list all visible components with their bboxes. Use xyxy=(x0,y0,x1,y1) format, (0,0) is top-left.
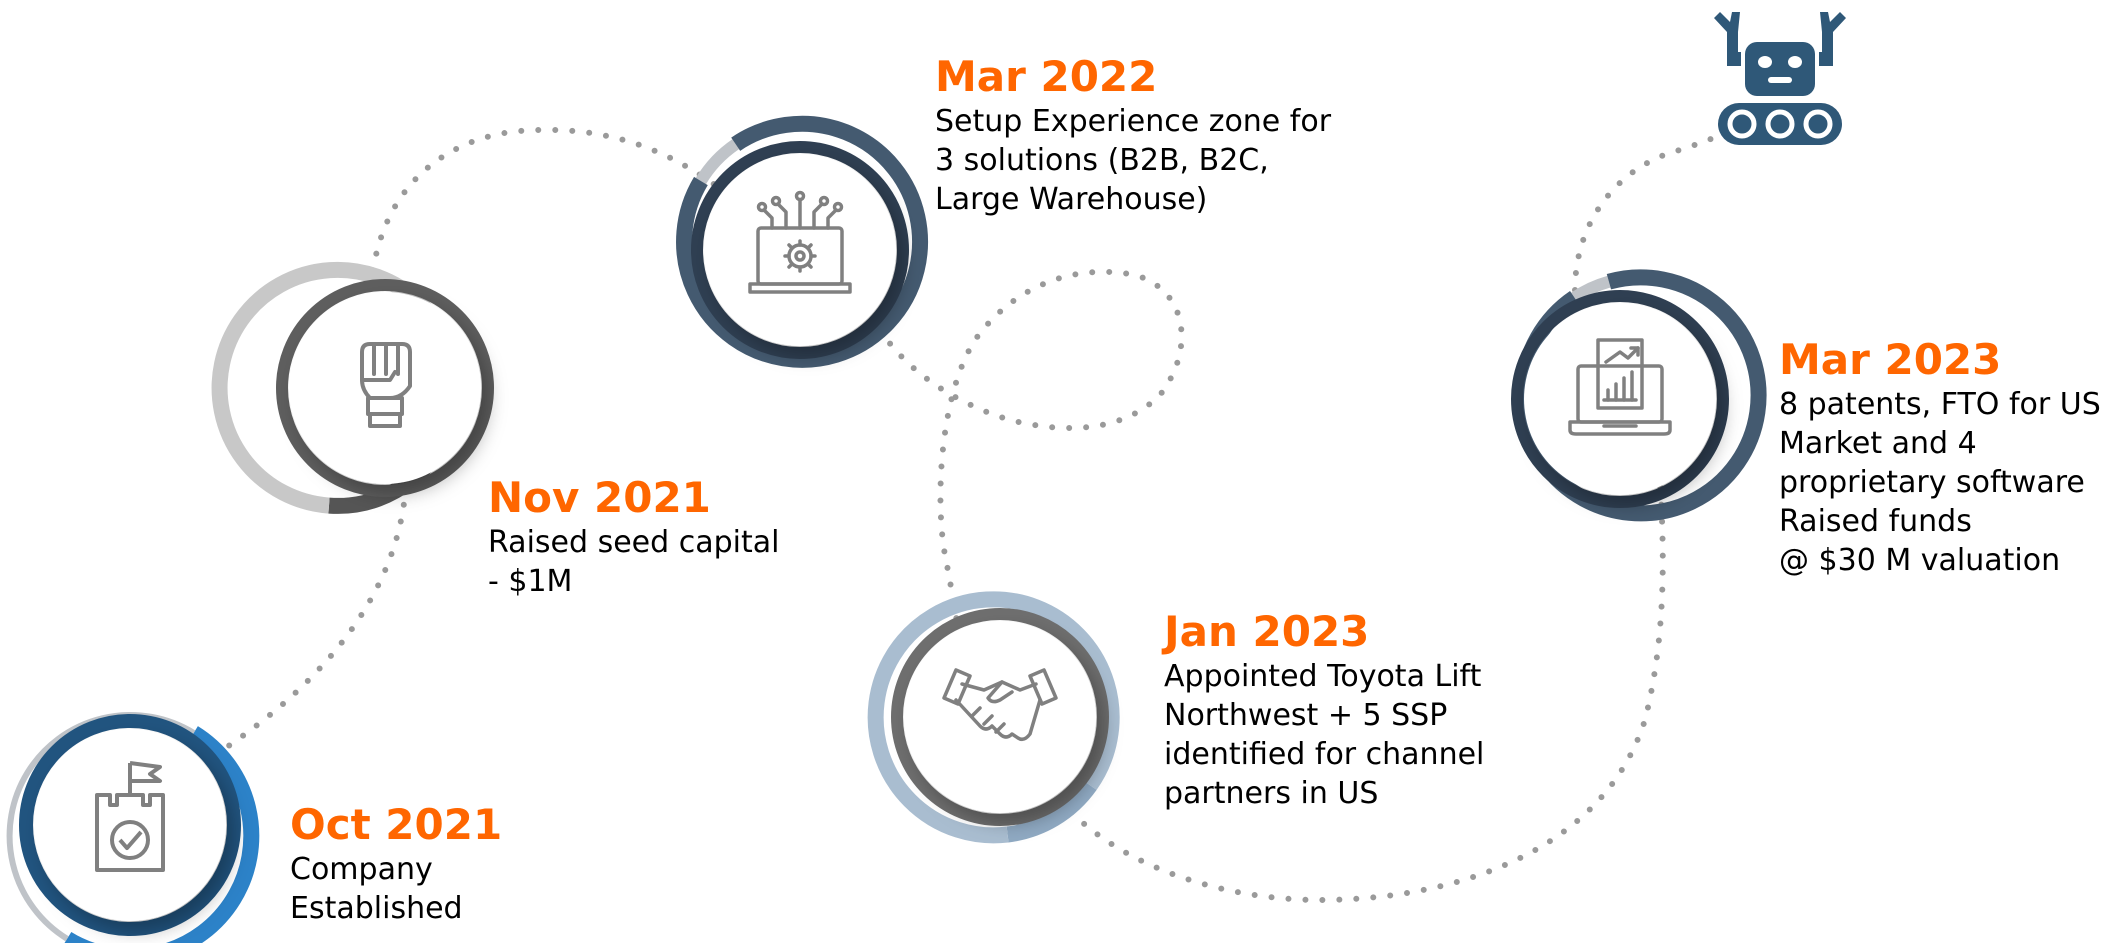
milestone-5-badge xyxy=(1511,269,1767,522)
milestone-text-line: proprietary software xyxy=(1779,465,2085,500)
milestone-text-line: Northwest + 5 SSP xyxy=(1164,698,1448,733)
milestone-text-line: 3 solutions (B2B, B2C, xyxy=(935,143,1269,178)
milestone-text-line: @ $30 M valuation xyxy=(1779,543,2061,578)
ring-outer-light xyxy=(695,139,740,185)
milestone-nov-2021: Nov 2021 Raised seed capital - $1M xyxy=(488,473,779,601)
milestone-date: Mar 2022 xyxy=(935,52,1158,101)
ring-inner xyxy=(691,141,909,359)
milestone-mar-2022: Mar 2022 Setup Experience zone for 3 sol… xyxy=(935,52,1331,219)
milestone-text-line: Setup Experience zone for xyxy=(935,104,1332,139)
milestone-date: Oct 2021 xyxy=(290,800,503,849)
laptop-chart-icon xyxy=(1568,338,1672,436)
milestone-text-line: Appointed Toyota Lift xyxy=(1164,659,1482,694)
milestone-text-line: Market and 4 xyxy=(1779,426,1977,461)
milestone-mar-2023: Mar 2023 8 patents, FTO for US Market an… xyxy=(1779,335,2101,580)
milestone-date: Jan 2023 xyxy=(1164,607,1370,656)
milestone-date: Mar 2023 xyxy=(1779,335,2002,384)
milestone-text-line: Raised funds xyxy=(1779,504,1972,539)
milestone-text-line: 8 patents, FTO for US xyxy=(1779,387,2101,422)
certificate-flag-icon xyxy=(95,761,165,872)
ring-inner xyxy=(276,279,494,497)
milestone-text-line: Large Warehouse) xyxy=(935,182,1208,217)
milestone-text-line: - $1M xyxy=(488,564,573,599)
milestone-text-line: identified for channel xyxy=(1164,737,1485,772)
milestone-jan-2023: Jan 2023 Appointed Toyota Lift Northwest… xyxy=(1164,607,1484,813)
ring-outer xyxy=(676,115,928,368)
badge-disc xyxy=(904,621,1096,813)
robot-icon xyxy=(1714,12,1846,145)
badge-disc xyxy=(704,154,896,346)
milestone-oct-2021: Oct 2021 Company Established xyxy=(290,800,502,928)
milestone-1-badge xyxy=(6,712,260,943)
ring-inner xyxy=(891,608,1109,826)
ring-outer-light xyxy=(1571,275,1611,303)
ring-outer-light xyxy=(867,591,1120,844)
badge-disc xyxy=(289,292,481,484)
milestone-text-line: partners in US xyxy=(1164,776,1379,811)
badge-disc xyxy=(34,729,226,921)
milestone-date: Nov 2021 xyxy=(488,473,711,522)
milestone-text-line: Raised seed capital xyxy=(488,525,780,560)
ring-outer xyxy=(1006,780,1097,843)
laptop-gear-icon xyxy=(748,190,852,294)
ring-outer xyxy=(64,726,260,943)
ring-inner xyxy=(19,714,241,936)
milestone-3-badge xyxy=(676,115,928,368)
handshake-icon xyxy=(942,668,1058,742)
ring-inner xyxy=(1511,290,1729,508)
milestone-text-line: Established xyxy=(290,891,463,926)
milestone-text-line: Company xyxy=(290,852,433,887)
raised-fist-icon xyxy=(360,342,412,428)
milestone-4-badge xyxy=(867,591,1120,844)
milestone-2-badge xyxy=(211,261,494,514)
